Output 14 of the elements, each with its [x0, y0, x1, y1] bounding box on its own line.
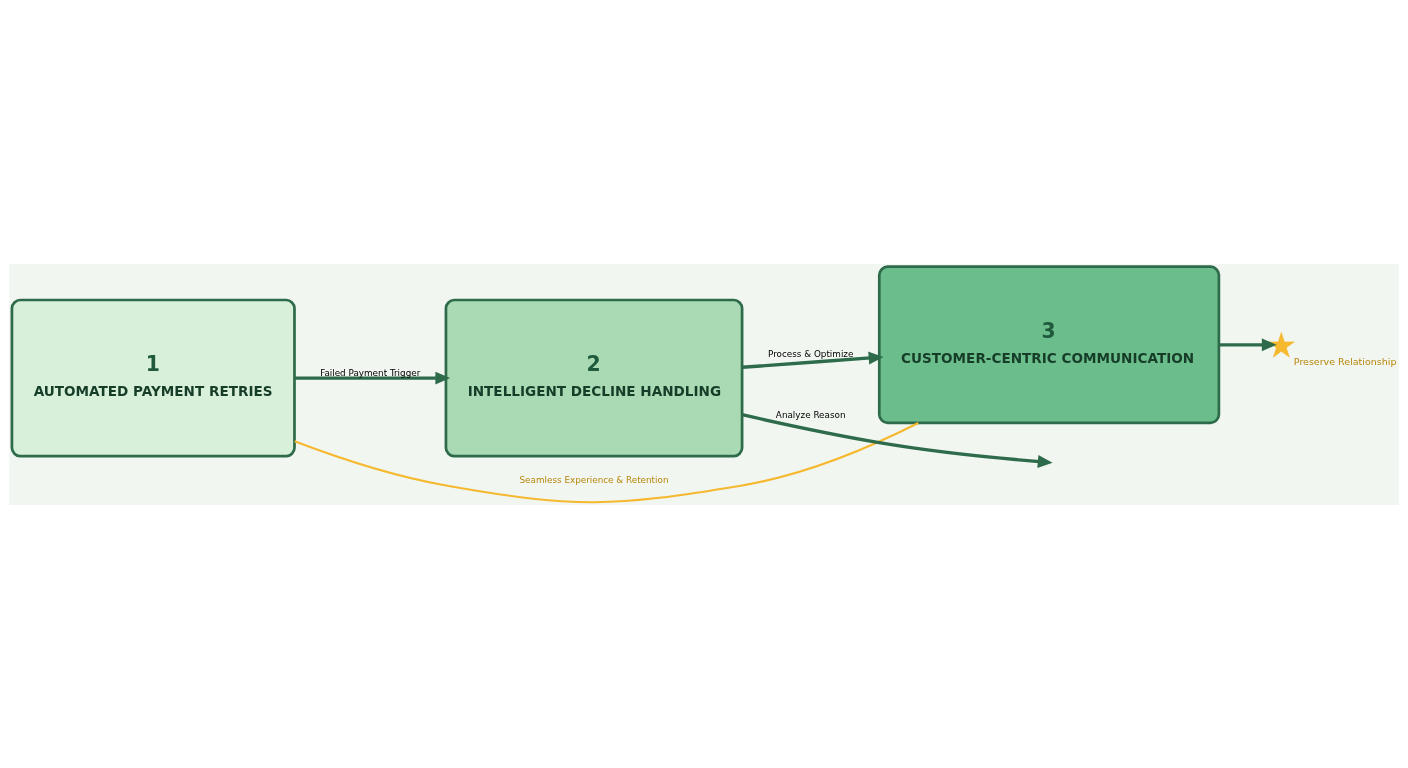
node-label: Preserve Relationship: [1293, 355, 1397, 367]
arrow: [1219, 337, 1277, 351]
node-box: 1 AUTOMATED PAYMENT RETRIES: [10, 298, 296, 458]
edge-label: Analyze Reason: [775, 409, 846, 420]
arrow: [742, 351, 884, 369]
node-box: 2 INTELLIGENT DECLINE HANDLING: [444, 298, 744, 458]
node-star: [1268, 331, 1295, 357]
arrow: [741, 412, 1053, 468]
edge-label: Seamless Experience & Retention: [519, 474, 669, 485]
arrow: [294, 371, 451, 385]
edge-label: Process & Optimize: [767, 348, 854, 359]
node-box: 3 CUSTOMER-CENTRIC COMMUNICATION: [877, 264, 1221, 424]
connector: [294, 421, 919, 503]
edge-label: Failed Payment Trigger: [320, 367, 421, 378]
